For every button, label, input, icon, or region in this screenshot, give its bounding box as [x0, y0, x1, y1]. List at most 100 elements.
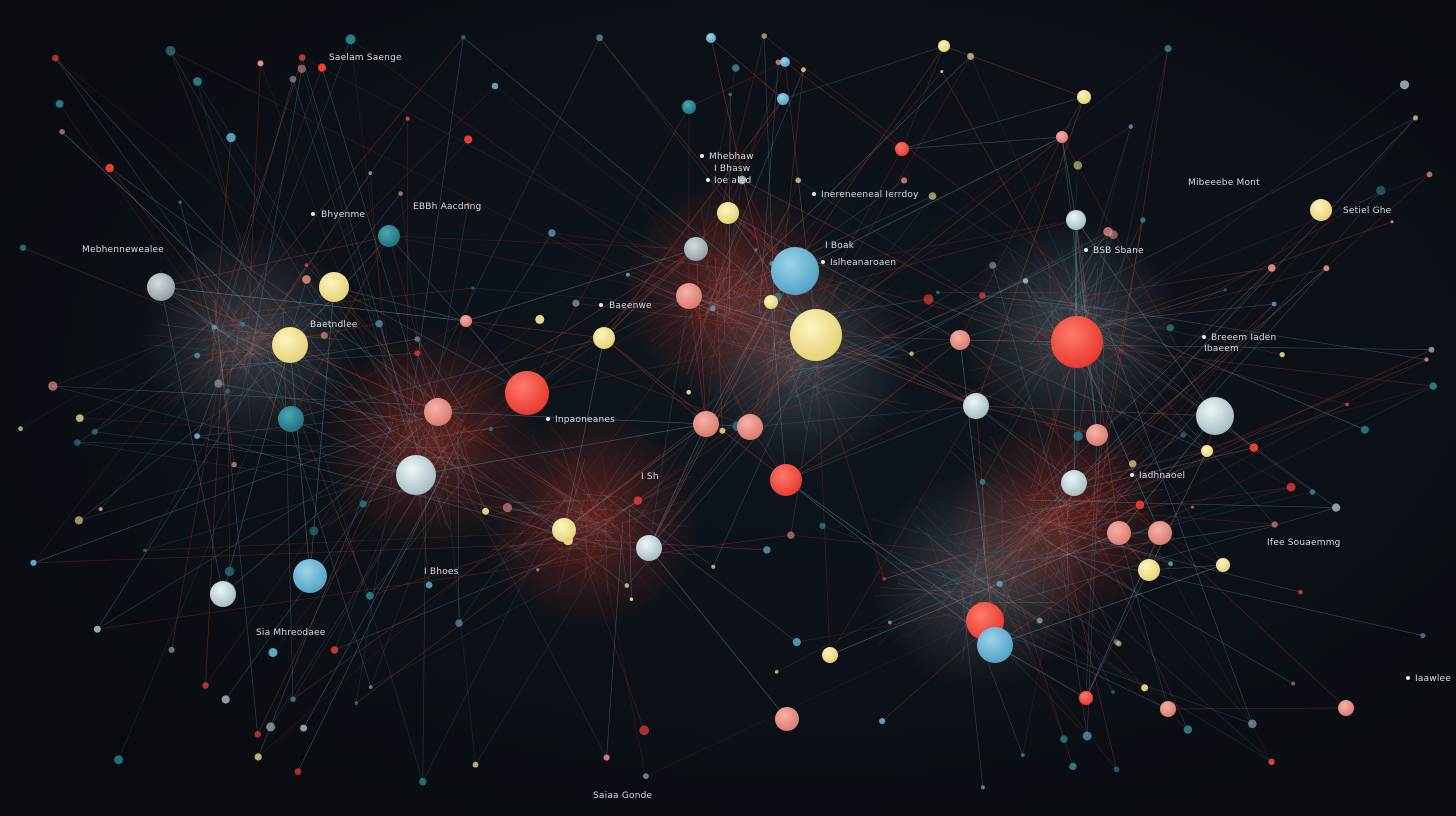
graph-edge — [1036, 522, 1114, 693]
graph-edge — [1090, 323, 1171, 328]
graph-edge — [529, 477, 572, 516]
graph-edge — [688, 295, 787, 481]
graph-edge — [610, 541, 656, 596]
minor-node — [728, 92, 732, 97]
minor-node — [414, 336, 421, 342]
graph-edge — [975, 96, 1085, 407]
graph-node-blue — [771, 247, 819, 295]
graph-edge — [292, 412, 467, 700]
minor-node — [1390, 220, 1394, 224]
graph-edge — [988, 577, 992, 582]
graph-edge — [970, 541, 1189, 730]
graph-edge — [727, 212, 977, 407]
graph-edge — [681, 270, 704, 285]
graph-edge — [557, 499, 585, 594]
graph-node-salmon — [693, 411, 719, 437]
graph-edge — [957, 506, 1051, 536]
graph-edge — [1020, 464, 1063, 534]
minor-node — [888, 620, 892, 625]
graph-edge — [770, 219, 1077, 303]
graph-node-yellow — [1201, 445, 1213, 457]
graph-edge — [290, 337, 605, 420]
graph-edge — [568, 543, 699, 556]
graph-edge — [1048, 498, 1118, 643]
graph-edge — [592, 487, 681, 547]
graph-edge — [501, 438, 616, 549]
graph-edge — [829, 405, 977, 656]
graph-edge — [1022, 485, 1074, 756]
graph-edge — [575, 507, 623, 547]
graph-edge — [77, 316, 282, 443]
graph-edge — [198, 333, 222, 378]
graph-edge — [657, 280, 753, 348]
graph-edge — [988, 521, 1064, 571]
graph-node-yellow — [1216, 558, 1230, 572]
graph-edge — [257, 420, 394, 758]
minor-node — [211, 324, 217, 330]
graph-edge — [144, 531, 554, 551]
graph-edge — [616, 475, 692, 513]
graph-node-salmon — [775, 707, 799, 731]
graph-edge — [705, 279, 772, 363]
graph-edge — [586, 477, 681, 531]
minor-node — [1360, 425, 1369, 434]
graph-edge — [707, 221, 748, 305]
graph-edge — [1046, 341, 1051, 344]
graph-edge — [585, 494, 588, 579]
graph-edge — [657, 310, 738, 380]
graph-edge — [675, 270, 738, 317]
graph-node-red — [1051, 316, 1103, 368]
graph-edge — [306, 279, 465, 479]
graph-edge — [1065, 174, 1430, 320]
graph-edge — [186, 350, 278, 365]
graph-edge — [1024, 541, 1120, 645]
minor-node — [1309, 489, 1316, 495]
graph-edge — [758, 62, 779, 313]
graph-edge — [302, 57, 718, 276]
graph-edge — [408, 417, 421, 435]
graph-edge — [612, 527, 690, 610]
graph-edge — [333, 286, 528, 394]
minor-node — [225, 388, 231, 394]
graph-edge — [794, 270, 961, 341]
label-marker — [599, 303, 603, 307]
graph-node-blue — [977, 627, 1013, 663]
graph-edge — [1098, 219, 1144, 314]
graph-edge — [195, 348, 236, 367]
minor-node — [1420, 633, 1426, 639]
graph-node-salmon — [1056, 131, 1068, 143]
graph-edge — [1028, 430, 1053, 530]
minor-node — [455, 619, 463, 627]
minor-node — [1323, 265, 1330, 272]
graph-edge — [369, 515, 618, 597]
graph-edge — [1073, 450, 1208, 484]
graph-edge — [648, 426, 751, 549]
graph-edge — [369, 478, 464, 596]
graph-edge — [1076, 492, 1189, 730]
graph-edge — [457, 426, 460, 624]
minor-node — [1113, 766, 1120, 773]
graph-edge — [751, 180, 799, 313]
cluster-glow — [620, 180, 840, 400]
graph-edge — [991, 486, 1292, 575]
graph-edge — [514, 502, 562, 556]
graph-edge — [1039, 302, 1283, 355]
minor-node — [1108, 230, 1118, 240]
graph-edge — [1046, 504, 1141, 555]
graph-edge — [1081, 305, 1275, 525]
minor-node — [633, 496, 643, 505]
minor-node — [368, 685, 373, 689]
graph-edge — [174, 342, 265, 379]
graph-edge — [248, 85, 496, 335]
graph-edge — [272, 418, 459, 653]
graph-edge — [990, 435, 1033, 523]
graph-edge — [197, 408, 460, 437]
graph-edge — [701, 287, 741, 363]
graph-edge — [336, 372, 440, 452]
graph-edge — [957, 527, 1087, 591]
graph-edge — [1080, 509, 1275, 525]
graph-edge — [574, 450, 620, 536]
graph-edge — [928, 298, 1049, 351]
graph-edge — [704, 56, 971, 315]
graph-edge — [671, 212, 758, 270]
